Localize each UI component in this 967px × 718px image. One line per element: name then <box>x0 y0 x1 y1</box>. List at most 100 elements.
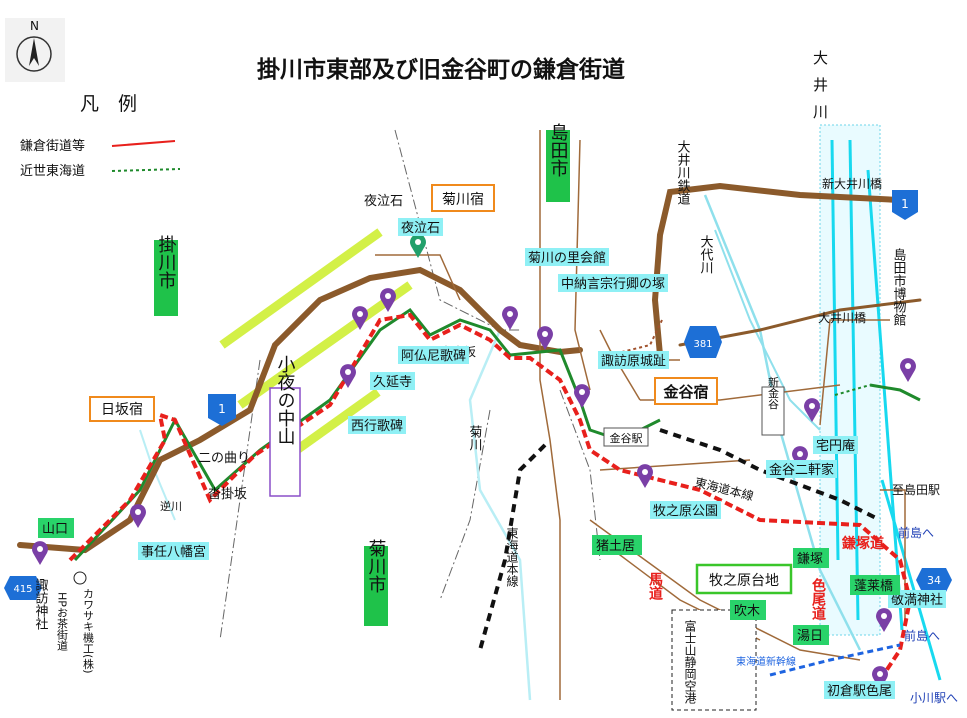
poi-takuenan: 宅円庵 <box>804 398 858 454</box>
map-pin-icon <box>875 608 892 632</box>
daidai-river-line <box>714 229 821 431</box>
poi-label: 金谷二軒家 <box>769 462 834 478</box>
map-pin-icon <box>574 384 590 408</box>
poi-suwahara: 諏訪原城趾 <box>574 351 669 408</box>
yonakiishi-top-label: 夜泣石 <box>364 194 403 209</box>
green-label-inokami: 猪土居 <box>592 535 642 555</box>
poi-label: 西行歌碑 <box>351 418 403 434</box>
poi-abutsuni: 阿仏尼歌碑 <box>380 288 469 364</box>
poi-label: 島田市博物館 <box>891 248 907 326</box>
poi-makinohara-park: 牧之原公園 <box>636 464 721 519</box>
legend-line-kamakura <box>111 140 176 147</box>
green-label-yamaguchi: 山口 <box>38 518 74 538</box>
nissaka-juku-label: 日坂宿 <box>101 401 143 418</box>
shinkansen-line <box>769 643 901 677</box>
legend-line-tokaido <box>111 168 181 172</box>
map-pin-icon <box>537 326 553 350</box>
poi-suwa-jinja: 諏訪神社 <box>32 541 49 630</box>
poi-label: 夜泣石 <box>401 221 440 236</box>
compass-label: N <box>30 19 39 33</box>
kanaya-station-label: 金谷駅 <box>610 431 643 445</box>
poi-label: 中納言宗行卿の塚 <box>561 276 665 292</box>
legend-item-tokaido: 近世東海道 <box>20 163 85 179</box>
kamatsuka-road-label: 鎌塚道 <box>841 535 884 552</box>
tokaido-line-h-label: 東海道本線 <box>693 474 755 503</box>
poi-hatsukura-station: 初倉駅色尾 <box>824 666 895 699</box>
mado-label: 馬道 <box>647 572 663 601</box>
map-pin-icon <box>899 358 916 382</box>
ninomagari-label: 二の曲り <box>198 451 250 466</box>
poi-label: 阿仏尼歌碑 <box>401 348 466 364</box>
kinsei-tokaido <box>73 307 921 562</box>
sakagawa-river-line <box>139 429 176 521</box>
map-pin-icon <box>340 364 356 388</box>
map-pin-icon <box>804 398 821 422</box>
sakagawa-label: 逆川 <box>160 499 182 513</box>
svg-text:34: 34 <box>927 574 941 587</box>
svg-text:吹木: 吹木 <box>734 604 760 619</box>
shin-oigawa-bridge-label: 新大井川橋 <box>822 176 882 191</box>
kawasaki-label: カワサキ機工(株) <box>82 588 95 674</box>
kutsukakezaka-label: 沓掛坂 <box>208 487 247 502</box>
side-path <box>609 319 663 356</box>
compass-icon <box>16 36 52 72</box>
svg-text:415: 415 <box>13 584 32 595</box>
poi-shimada-museum: 島田市博物館 <box>891 248 916 382</box>
legend-item-kamakura: 鎌倉街道等 <box>20 138 85 154</box>
irootdo-label: 色尾道 <box>810 577 826 621</box>
tokaido-main-line <box>478 428 881 651</box>
svg-text:湯日: 湯日 <box>797 629 823 644</box>
kikugawa-river-label: 菊川 <box>467 425 483 451</box>
svg-text:381: 381 <box>693 339 712 350</box>
compass: N <box>5 18 65 82</box>
makinohara-daichi-label: 牧之原台地 <box>709 573 779 589</box>
city-shimada: 島田市 <box>548 123 569 177</box>
tokaido-line-v-label: 東海道本線 <box>505 527 519 587</box>
green-label-horaibashi: 蓬莱橋 <box>850 575 900 595</box>
svg-text:山口: 山口 <box>42 522 68 537</box>
poi-chunagon: 中納言宗行卿の塚 <box>537 274 668 350</box>
shin-kanaya-label: 新金谷 <box>767 375 780 410</box>
north-arrow-icon <box>29 38 39 66</box>
poi-kikugawa-sato: 菊川の里会館 <box>502 248 609 330</box>
map-pin-icon <box>502 306 519 330</box>
map-pin-icon <box>409 234 426 258</box>
kamakura-kaido <box>68 312 913 682</box>
poi-saigyo: 西行歌碑 <box>340 364 406 434</box>
oi-river <box>819 124 942 681</box>
kikugawa-river-line <box>468 329 532 701</box>
map-pin-icon <box>130 504 146 528</box>
poi-label: 敬満神社 <box>891 592 943 608</box>
shinkansen-label: 東海道新幹線 <box>736 655 796 668</box>
poi-label: 事任八幡宮 <box>141 544 206 560</box>
oi-river-label: 大井川 <box>811 50 829 131</box>
map-pin-icon <box>871 666 888 690</box>
maeshima-1-label: 前島へ <box>898 525 934 540</box>
city-kakegawa: 掛川市 <box>156 235 177 289</box>
map-pin-icon <box>352 306 368 330</box>
maeshima-2-label: 前島へ <box>904 628 940 643</box>
juku-labels: 菊川宿 日坂宿 金谷宿 <box>89 184 718 422</box>
route-381-shield: 381 <box>684 326 722 358</box>
oigawa-bridge-label: 大井川橋 <box>818 311 866 325</box>
route-1-shield-west: 1 <box>208 394 236 426</box>
poi-keiman-jinja: 敬満神社 <box>875 590 946 632</box>
poi-label: 久延寺 <box>373 375 412 390</box>
route-415-shield: 415 <box>4 576 42 600</box>
green-label-yubi: 湯日 <box>793 625 829 645</box>
daidai-river-label: 大代川 <box>698 235 714 274</box>
poi-jinin-hachiman: 事任八幡宮 <box>130 504 209 560</box>
city-labels: 掛川市 島田市 菊川市 <box>154 123 570 626</box>
fuji-airport-label: 富士山静岡空港 <box>683 619 697 704</box>
svg-text:1: 1 <box>218 402 226 416</box>
route-1-shield-east: 1 <box>892 190 918 220</box>
hp-ochakaido-label: HPお茶街道 <box>56 592 69 651</box>
legend-heading: 凡 例 <box>80 93 137 115</box>
svg-text:1: 1 <box>901 197 909 211</box>
kikugawa-juku-label: 菊川宿 <box>442 191 484 208</box>
route-34-shield: 34 <box>916 568 952 592</box>
kanaya-juku-label: 金谷宿 <box>662 383 708 401</box>
